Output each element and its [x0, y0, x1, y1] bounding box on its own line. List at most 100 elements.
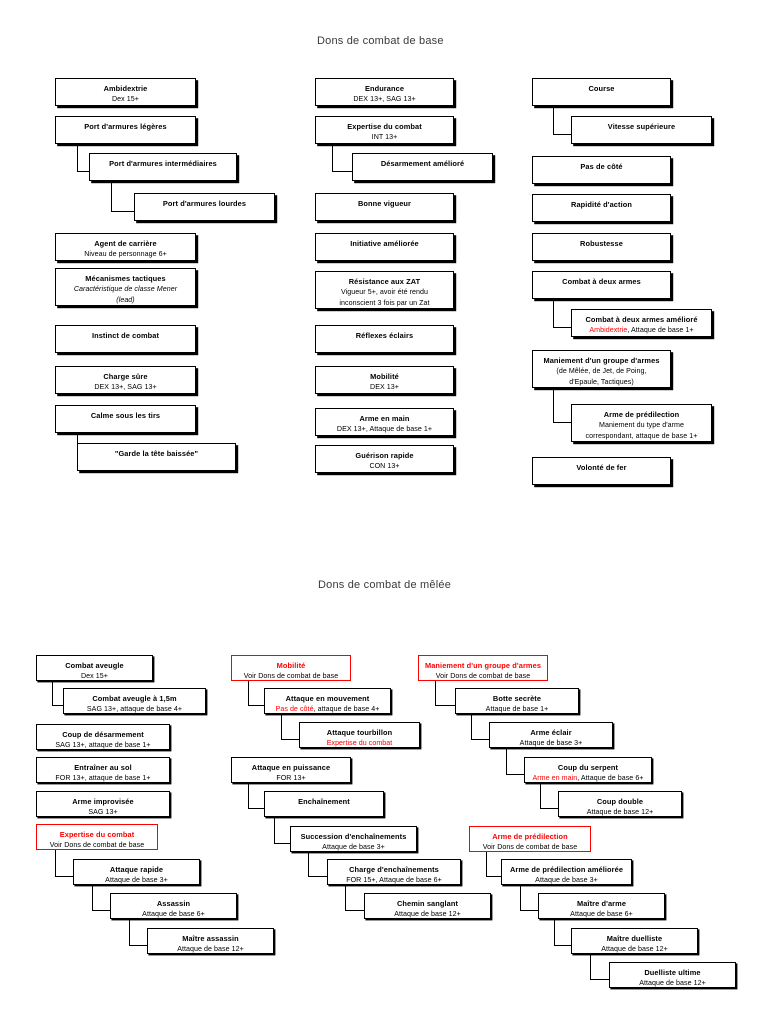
- feat-title: Coup de désarmement: [62, 730, 144, 739]
- connector-vertical: [92, 885, 94, 911]
- feat-prerequisites[interactable]: Expertise du combat: [326, 739, 393, 747]
- feat-prerequisites-line2: correspondant, attaque de base 1+: [585, 431, 698, 440]
- feat-node-bonne-vigueur[interactable]: Bonne vigueur: [315, 193, 454, 221]
- feat-node-initiative-amelioree[interactable]: Initiative améliorée: [315, 233, 454, 261]
- feat-node-rapidite-d-action[interactable]: Rapidité d'action: [532, 194, 671, 222]
- connector-vertical: [590, 954, 592, 980]
- feat-title: Attaque tourbillon: [326, 728, 393, 737]
- feat-node-desarmement-ameliore[interactable]: Désarmement amélioré: [352, 153, 493, 181]
- feat-node-port-armures-legeres[interactable]: Port d'armures légères: [55, 116, 196, 144]
- feat-title: Maître d'arme: [576, 899, 627, 908]
- feat-prerequisites: Attaque de base 12+: [639, 979, 706, 987]
- feat-prerequisites: Attaque de base 12+: [394, 910, 461, 918]
- feat-node-enchainement[interactable]: Enchaînement: [264, 791, 384, 817]
- connector-horizontal: [77, 171, 89, 173]
- prerequisite-link[interactable]: Pas de côté: [275, 705, 314, 713]
- connector-vertical: [55, 850, 57, 877]
- connector-vertical: [248, 783, 250, 809]
- feat-title: Rapidité d'action: [571, 200, 632, 209]
- feat-title: Enchaînement: [298, 797, 350, 806]
- feat-node-instinct-de-combat[interactable]: Instinct de combat: [55, 325, 196, 353]
- connector-horizontal: [55, 876, 73, 878]
- feat-title: Maître assassin: [182, 934, 239, 943]
- feat-node-pas-de-cote[interactable]: Pas de côté: [532, 156, 671, 184]
- feat-title: Coup double: [596, 797, 644, 806]
- feat-node-course[interactable]: Course: [532, 78, 671, 106]
- connector-horizontal: [554, 945, 571, 947]
- feat-node-calme-sous-les-tirs[interactable]: Calme sous les tirs: [55, 405, 196, 433]
- feat-node-robustesse[interactable]: Robustesse: [532, 233, 671, 261]
- connector-horizontal: [590, 979, 609, 981]
- feat-title: Expertise du combat: [59, 830, 135, 839]
- feat-node-port-armures-lourdes[interactable]: Port d'armures lourdes: [134, 193, 275, 221]
- feat-prerequisites: Maniement du type d'arme: [599, 421, 684, 429]
- feat-prerequisites: Attaque de base 1+: [485, 705, 549, 713]
- feat-title: Ambidextrie: [103, 84, 148, 93]
- feat-node-reflexes-eclairs[interactable]: Réflexes éclairs: [315, 325, 454, 353]
- feat-node-maniement-groupe-armes[interactable]: Maniement d'un groupe d'armes(de Mêlée, …: [532, 350, 671, 388]
- feat-node-vitesse-superieure[interactable]: Vitesse supérieure: [571, 116, 712, 144]
- connector-horizontal: [111, 211, 134, 213]
- feat-prerequisites: SAG 13+, attaque de base 4+: [86, 705, 183, 713]
- prerequisite-rest: , Attaque de base 1+: [627, 326, 694, 334]
- connector-vertical: [308, 852, 310, 877]
- connector-vertical: [129, 919, 131, 946]
- feat-prerequisites-line2: d'Epaule, Tactiques): [569, 377, 634, 386]
- connector-vertical: [506, 748, 508, 775]
- feat-node-volonte-de-fer[interactable]: Volonté de fer: [532, 457, 671, 485]
- connector-vertical: [540, 783, 542, 809]
- feat-prerequisites-line2: (lead): [116, 295, 135, 304]
- feat-node-garde-la-tete-baissee[interactable]: "Garde la tête baissée": [77, 443, 236, 471]
- feat-title: Port d'armures intermédiaires: [109, 159, 217, 168]
- feat-prerequisites: FOR 13+: [276, 774, 306, 782]
- feat-title: Réflexes éclairs: [355, 331, 414, 340]
- prerequisite-link[interactable]: Ambidextrie: [589, 326, 628, 334]
- connector-vertical: [553, 106, 555, 135]
- feat-node-port-armures-intermediaires[interactable]: Port d'armures intermédiaires: [89, 153, 237, 181]
- prerequisite-link[interactable]: Arme en main: [532, 774, 578, 782]
- feat-node-combat-a-deux-armes[interactable]: Combat à deux armes: [532, 271, 671, 299]
- connector-horizontal: [471, 739, 489, 741]
- feat-title: Pas de côté: [580, 162, 623, 171]
- connector-horizontal: [281, 739, 299, 741]
- prerequisite-rest: , attaque de base 4+: [313, 705, 380, 713]
